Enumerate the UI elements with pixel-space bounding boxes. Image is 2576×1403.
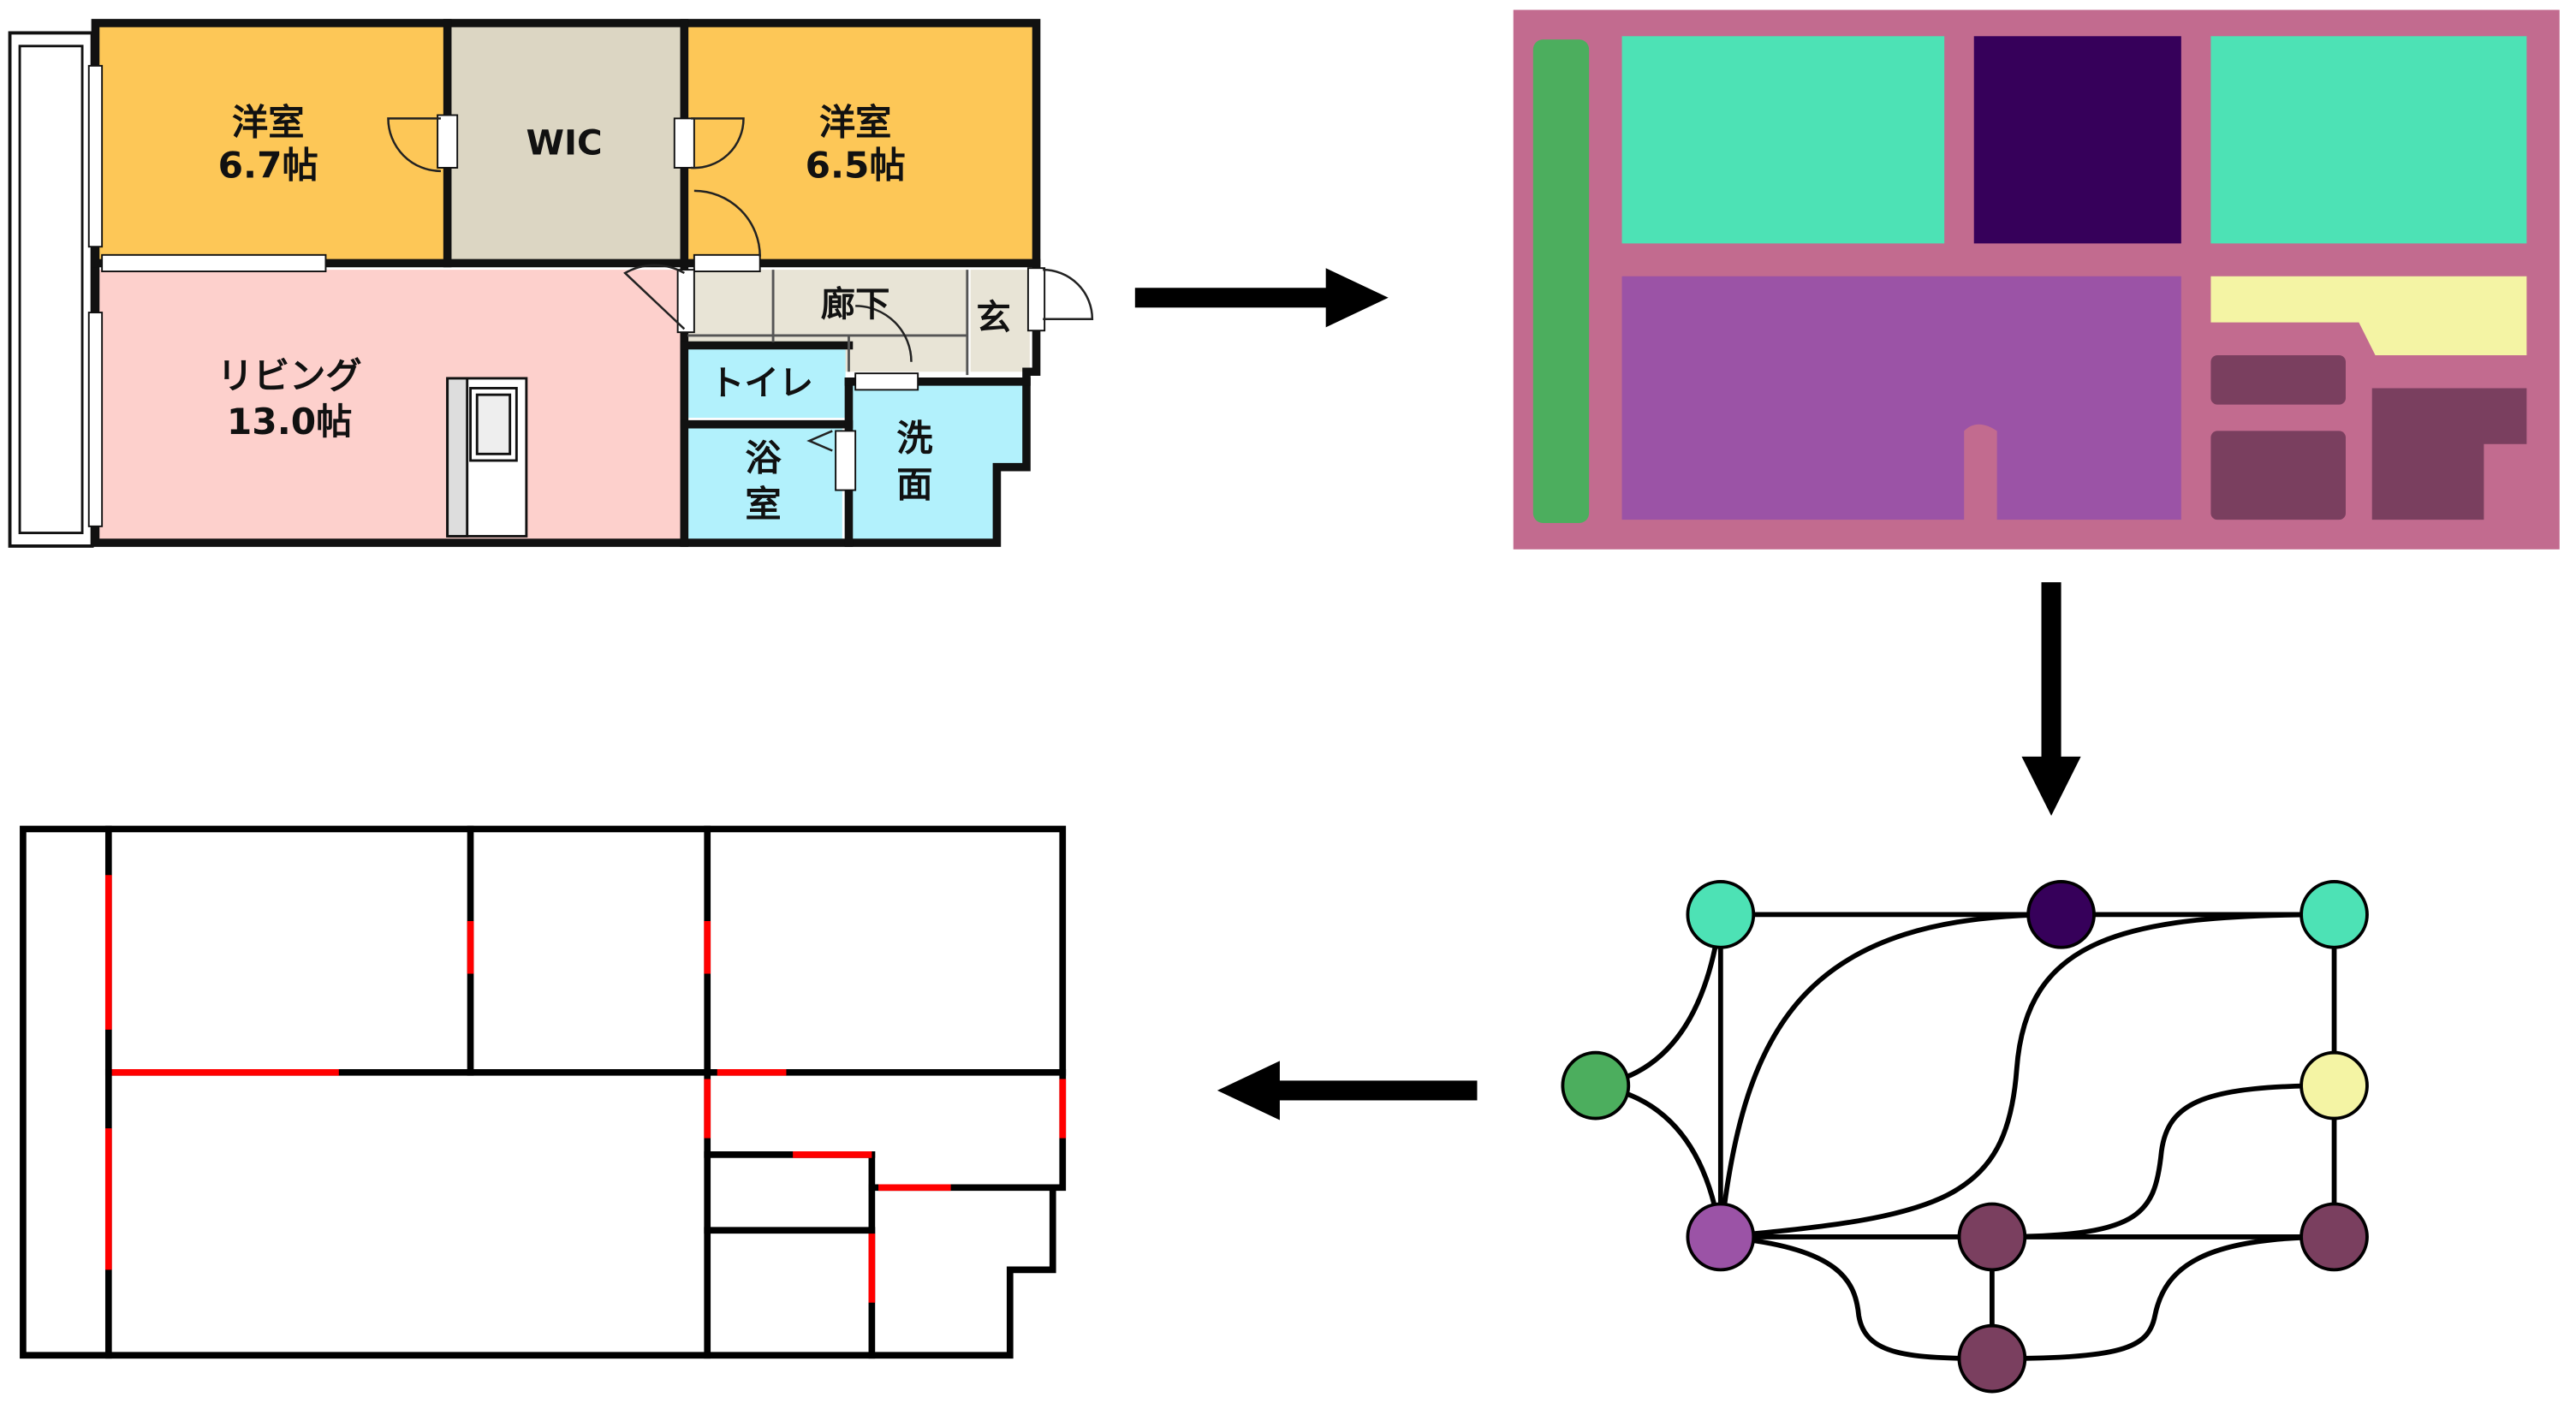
kitchen-counter [446, 377, 528, 538]
wireframe-walls [20, 825, 1067, 1359]
graph-panel [1561, 879, 2369, 1394]
room-toilet [687, 348, 846, 419]
label-washroom-1: 洗 [896, 417, 932, 459]
node-bathroom-right [2299, 1202, 2369, 1272]
floorplan-door-gaps [87, 64, 1046, 527]
graph-nodes [1561, 879, 2369, 1394]
label-living-area: 13.0帖 [227, 401, 353, 443]
segmentation-panel [1513, 9, 2560, 550]
arrow-left-icon [1217, 1061, 1478, 1121]
seg-bedroom-left [1621, 36, 1945, 244]
room-living [98, 270, 681, 540]
floorplan-door-swings [387, 117, 1094, 452]
seg-bedroom-right [2210, 36, 2527, 244]
floorplan-panel: 洋室 6.7帖 WIC 洋室 6.5帖 リビング 13.0帖 廊下 玄 トイレ … [8, 19, 1094, 548]
arrow-down-icon [2021, 582, 2081, 817]
wireframe-doors [104, 875, 1067, 1303]
balcony-rail [18, 45, 84, 534]
seg-toilet [2210, 355, 2346, 405]
label-western-left-area: 6.7帖 [218, 145, 318, 187]
seg-closet [1973, 36, 2181, 244]
node-living [1686, 1202, 1756, 1272]
seg-living [1621, 276, 2181, 520]
seg-entrance [2210, 276, 2527, 356]
room-entrance [970, 270, 1030, 372]
floorplan-labels: 洋室 6.7帖 WIC 洋室 6.5帖 リビング 13.0帖 廊下 玄 トイレ … [217, 102, 1011, 526]
node-bathroom-bottom [1957, 1323, 2027, 1394]
arrow-right-icon [1134, 268, 1389, 328]
node-entrance [2299, 1050, 2369, 1121]
seg-washroom [2371, 388, 2527, 520]
label-bath-2: 室 [745, 483, 781, 525]
graph-edges [1595, 912, 2337, 1362]
label-living-name: リビング [217, 354, 362, 396]
node-bathroom-mid [1957, 1202, 2027, 1272]
label-western-right-area: 6.5帖 [806, 145, 906, 187]
floorplan-thin-lines [687, 270, 969, 376]
node-bedroom-right [2299, 879, 2369, 949]
label-hallway: 廊下 [821, 284, 890, 324]
label-toilet: トイレ [710, 363, 813, 403]
label-entrance: 玄 [976, 297, 1010, 337]
room-western-left [98, 26, 444, 260]
balcony-area [8, 31, 94, 548]
label-western-right-name: 洋室 [819, 102, 892, 144]
node-closet [2026, 879, 2096, 949]
room-washroom [852, 384, 1024, 540]
label-washroom-2: 面 [896, 463, 932, 505]
label-western-left-name: 洋室 [232, 102, 305, 144]
node-balcony [1561, 1050, 1631, 1121]
wireframe-panel [20, 825, 1067, 1359]
seg-bath [2210, 431, 2346, 520]
room-wic [450, 26, 681, 260]
room-bath [687, 427, 842, 540]
seg-balcony [1532, 39, 1590, 524]
label-bath-1: 浴 [745, 437, 782, 479]
flow-arrows [1134, 268, 2081, 1121]
label-wic: WIC [526, 123, 602, 163]
room-western-right [687, 26, 1033, 260]
node-bedroom-left [1686, 879, 1756, 949]
